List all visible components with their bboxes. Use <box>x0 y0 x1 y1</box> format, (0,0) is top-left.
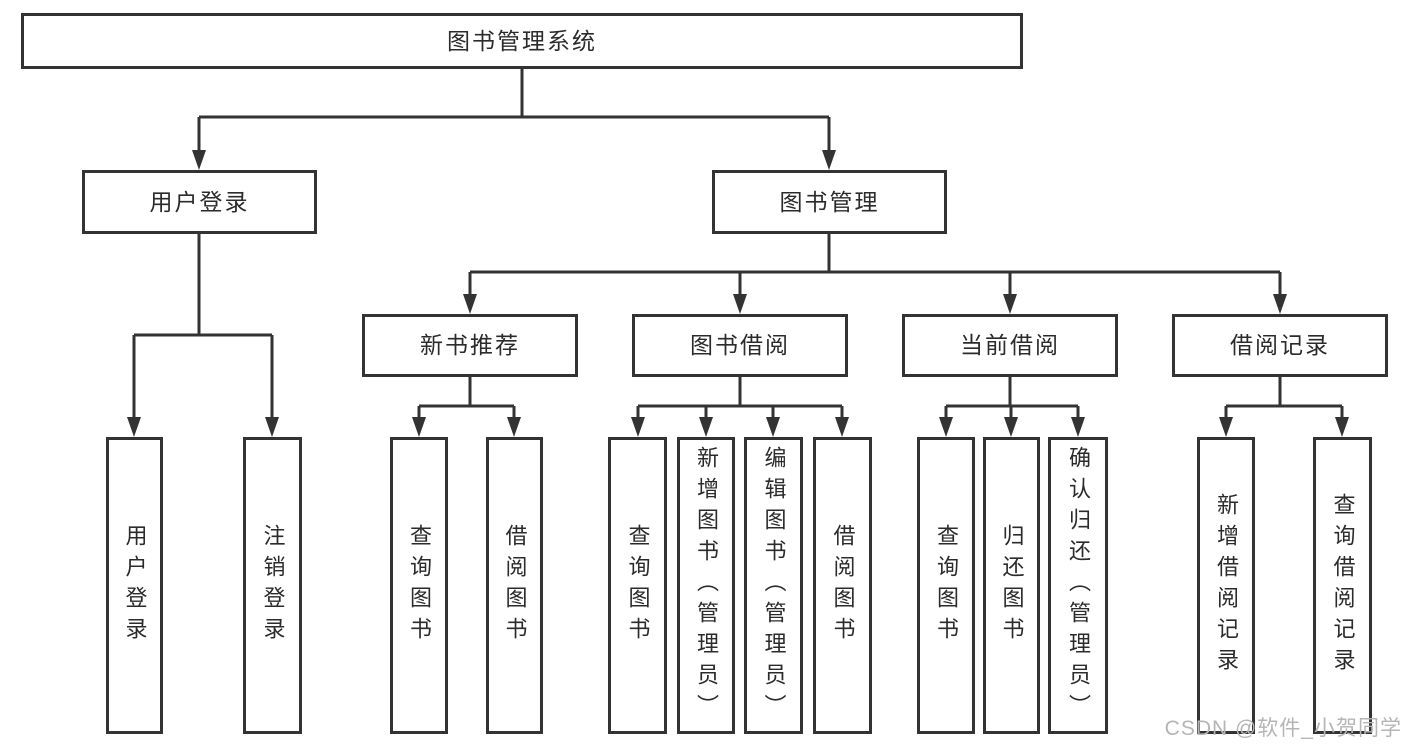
leaf-borrow-books: 借阅图书 <box>813 437 872 734</box>
leaf-user-login: 用户登录 <box>106 437 163 734</box>
leaf-confirm-return-admin: 确认归还（管理员） <box>1048 437 1108 734</box>
leaf-query-books-current: 查询图书 <box>917 437 975 734</box>
leaf-add-borrow-record: 新增借阅记录 <box>1197 437 1255 734</box>
leaf-borrow-books-recommend: 借阅图书 <box>486 437 543 734</box>
node-book-management: 图书管理 <box>712 170 947 234</box>
leaf-edit-book-admin: 编辑图书（管理员） <box>744 437 803 734</box>
csdn-watermark: CSDN @软件_小贺同学 <box>1164 717 1402 740</box>
connector-borrow-records-group <box>1219 377 1349 437</box>
node-book-borrow: 图书借阅 <box>632 314 848 377</box>
leaf-query-borrow-record: 查询借阅记录 <box>1313 437 1372 734</box>
connector-user-login-group <box>127 234 279 437</box>
node-user-login: 用户登录 <box>82 170 317 234</box>
node-root-system: 图书管理系统 <box>21 13 1023 69</box>
connector-book-management-to-level3 <box>463 234 1287 314</box>
connector-current-borrow-group <box>939 377 1085 437</box>
node-current-borrow: 当前借阅 <box>902 314 1118 377</box>
node-borrow-records: 借阅记录 <box>1172 314 1388 377</box>
leaf-return-book: 归还图书 <box>983 437 1040 734</box>
leaf-logout: 注销登录 <box>243 437 302 734</box>
connector-root-to-level2 <box>192 69 836 170</box>
connector-new-book-group <box>412 377 521 437</box>
leaf-query-books-borrow: 查询图书 <box>608 437 667 734</box>
leaf-add-book-admin: 新增图书（管理员） <box>677 437 735 734</box>
node-new-book-recommend: 新书推荐 <box>362 314 578 377</box>
connector-book-borrow-group <box>631 377 849 437</box>
leaf-query-books-recommend: 查询图书 <box>390 437 448 734</box>
